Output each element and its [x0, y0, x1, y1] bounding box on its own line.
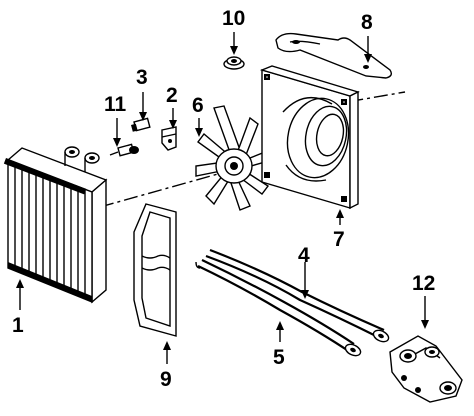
fan-shroud	[259, 65, 360, 210]
callout-label: 6	[192, 94, 204, 117]
callout-6: 6	[192, 94, 204, 137]
callout-3: 3	[136, 66, 148, 121]
fan	[195, 105, 273, 211]
callout-label: 8	[361, 11, 373, 34]
bracket-clip	[161, 126, 177, 151]
heater-hose-lower	[195, 259, 362, 357]
grommet	[223, 56, 245, 70]
callout-8: 8	[361, 11, 373, 63]
callout-label: 12	[412, 272, 435, 295]
callout-label: 11	[104, 93, 127, 116]
callout-11: 11	[104, 93, 127, 147]
water-valve	[389, 335, 463, 403]
callout-label: 3	[136, 66, 148, 89]
callout-5: 5	[273, 321, 285, 369]
gasket	[133, 203, 177, 337]
callout-10: 10	[222, 7, 245, 55]
temperature-switch	[109, 143, 139, 157]
callout-label: 2	[166, 84, 178, 107]
assembly-centerline	[99, 91, 406, 208]
callout-12: 12	[412, 272, 435, 329]
heater-core-tubes	[64, 146, 100, 172]
support-bracket	[275, 32, 393, 79]
callout-label: 5	[273, 346, 285, 369]
callout-label: 1	[12, 314, 24, 337]
callout-4: 4	[298, 244, 310, 299]
callout-label: 4	[298, 244, 310, 267]
callout-7: 7	[333, 209, 345, 251]
callout-9: 9	[160, 341, 172, 391]
callout-1: 1	[12, 279, 24, 337]
callout-label: 9	[160, 368, 172, 391]
sensor	[131, 117, 151, 132]
callout-2: 2	[166, 84, 178, 129]
heater-core	[3, 146, 108, 304]
callout-label: 7	[333, 228, 345, 251]
callout-label: 10	[222, 7, 245, 30]
